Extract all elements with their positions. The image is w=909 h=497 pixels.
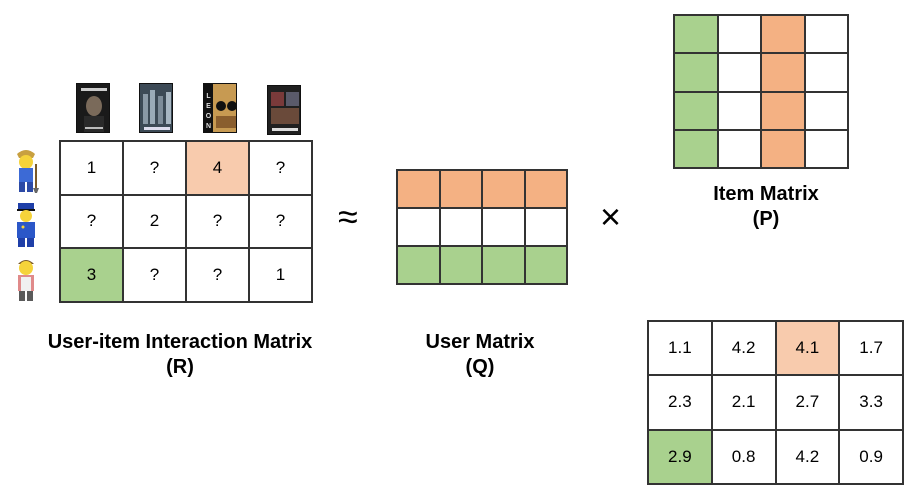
rating-cell: ? — [249, 141, 312, 195]
user-matrix-label: User Matrix (Q) — [400, 330, 560, 380]
user-gardener-icon — [9, 146, 43, 194]
user-matrix — [396, 169, 568, 285]
predicted-rating-cell: 4.2 — [775, 429, 840, 484]
svg-text:E: E — [206, 103, 211, 110]
user-factor-cell — [482, 208, 525, 246]
item-factor-cell — [761, 129, 805, 168]
item-factor-cell — [804, 129, 848, 168]
item-factor-cell — [674, 91, 718, 130]
user-factor-cell — [524, 170, 567, 208]
predicted-rating-cell: 3.3 — [839, 375, 903, 430]
item-matrix-symbol: (P) — [752, 208, 780, 230]
svg-text:L: L — [206, 93, 211, 100]
rating-cell: 4 — [186, 141, 249, 195]
item-factor-cell — [717, 91, 761, 130]
item-factor-cell — [674, 53, 718, 92]
user-factor-cell — [524, 208, 567, 246]
svg-text:N: N — [206, 123, 211, 130]
predicted-rating-cell: 1.1 — [648, 321, 712, 376]
user-police-officer-icon — [9, 200, 43, 248]
user-matrix-title: User Matrix — [425, 331, 535, 353]
predicted-rating-cell: 2.9 — [648, 429, 712, 484]
item-matrix — [673, 14, 849, 169]
user-factor-cell — [397, 246, 440, 284]
rating-cell: 1 — [249, 248, 312, 302]
item-factor-cell — [717, 15, 761, 54]
movie-poster-godfather-icon — [76, 83, 110, 133]
rating-matrix-symbol: (R) — [166, 356, 194, 378]
user-factor-cell — [482, 246, 525, 284]
rating-cell: ? — [123, 141, 186, 195]
predicted-rating-cell: 0.9 — [839, 429, 903, 484]
predicted-rating-cell: 0.8 — [711, 429, 776, 484]
svg-text:O: O — [206, 113, 212, 120]
rating-matrix-label: User-item Interaction Matrix (R) — [20, 330, 340, 380]
user-factor-cell — [397, 208, 440, 246]
user-factor-cell — [439, 170, 482, 208]
predicted-rating-cell: 2.3 — [648, 375, 712, 430]
item-factor-cell — [717, 129, 761, 168]
rating-cell: ? — [186, 248, 249, 302]
rating-cell: ? — [60, 194, 123, 249]
predicted-rating-cell: 4.1 — [775, 321, 840, 376]
user-factor-cell — [524, 246, 567, 284]
item-factor-cell — [761, 15, 805, 54]
movie-poster-drama-icon — [267, 85, 301, 135]
rating-cell: 3 — [60, 248, 123, 302]
times-symbol: × — [600, 196, 622, 237]
user-factor-cell — [439, 246, 482, 284]
approx-symbol: ≈ — [338, 196, 358, 237]
item-factor-cell — [761, 53, 805, 92]
user-factor-cell — [439, 208, 482, 246]
item-matrix-title: Item Matrix — [713, 183, 819, 205]
item-factor-cell — [804, 53, 848, 92]
predicted-rating-cell: 1.7 — [839, 321, 903, 376]
rating-cell: ? — [249, 194, 312, 249]
predicted-rating-cell: 4.2 — [711, 321, 776, 376]
user-matrix-symbol: (Q) — [465, 356, 495, 378]
item-matrix-label: Item Matrix (P) — [686, 182, 846, 232]
item-factor-cell — [674, 15, 718, 54]
rating-cell: 1 — [60, 141, 123, 195]
item-factor-cell — [804, 91, 848, 130]
item-factor-cell — [674, 129, 718, 168]
item-factor-cell — [717, 53, 761, 92]
rating-cell: 2 — [123, 194, 186, 249]
rating-cell: ? — [186, 194, 249, 249]
movie-poster-inception-icon — [139, 83, 173, 133]
user-factor-cell — [397, 170, 440, 208]
rating-cell: ? — [123, 248, 186, 302]
movie-poster-leon-icon: L E O N — [203, 83, 237, 133]
predicted-rating-cell: 2.7 — [775, 375, 840, 430]
rating-matrix-title: User-item Interaction Matrix — [47, 331, 313, 353]
rating-matrix: 1?4??2??3??1 — [59, 140, 313, 303]
item-factor-cell — [804, 15, 848, 54]
user-bartender-icon — [9, 254, 43, 302]
predicted-rating-cell: 2.1 — [711, 375, 776, 430]
item-factor-cell — [761, 91, 805, 130]
user-factor-cell — [482, 170, 525, 208]
